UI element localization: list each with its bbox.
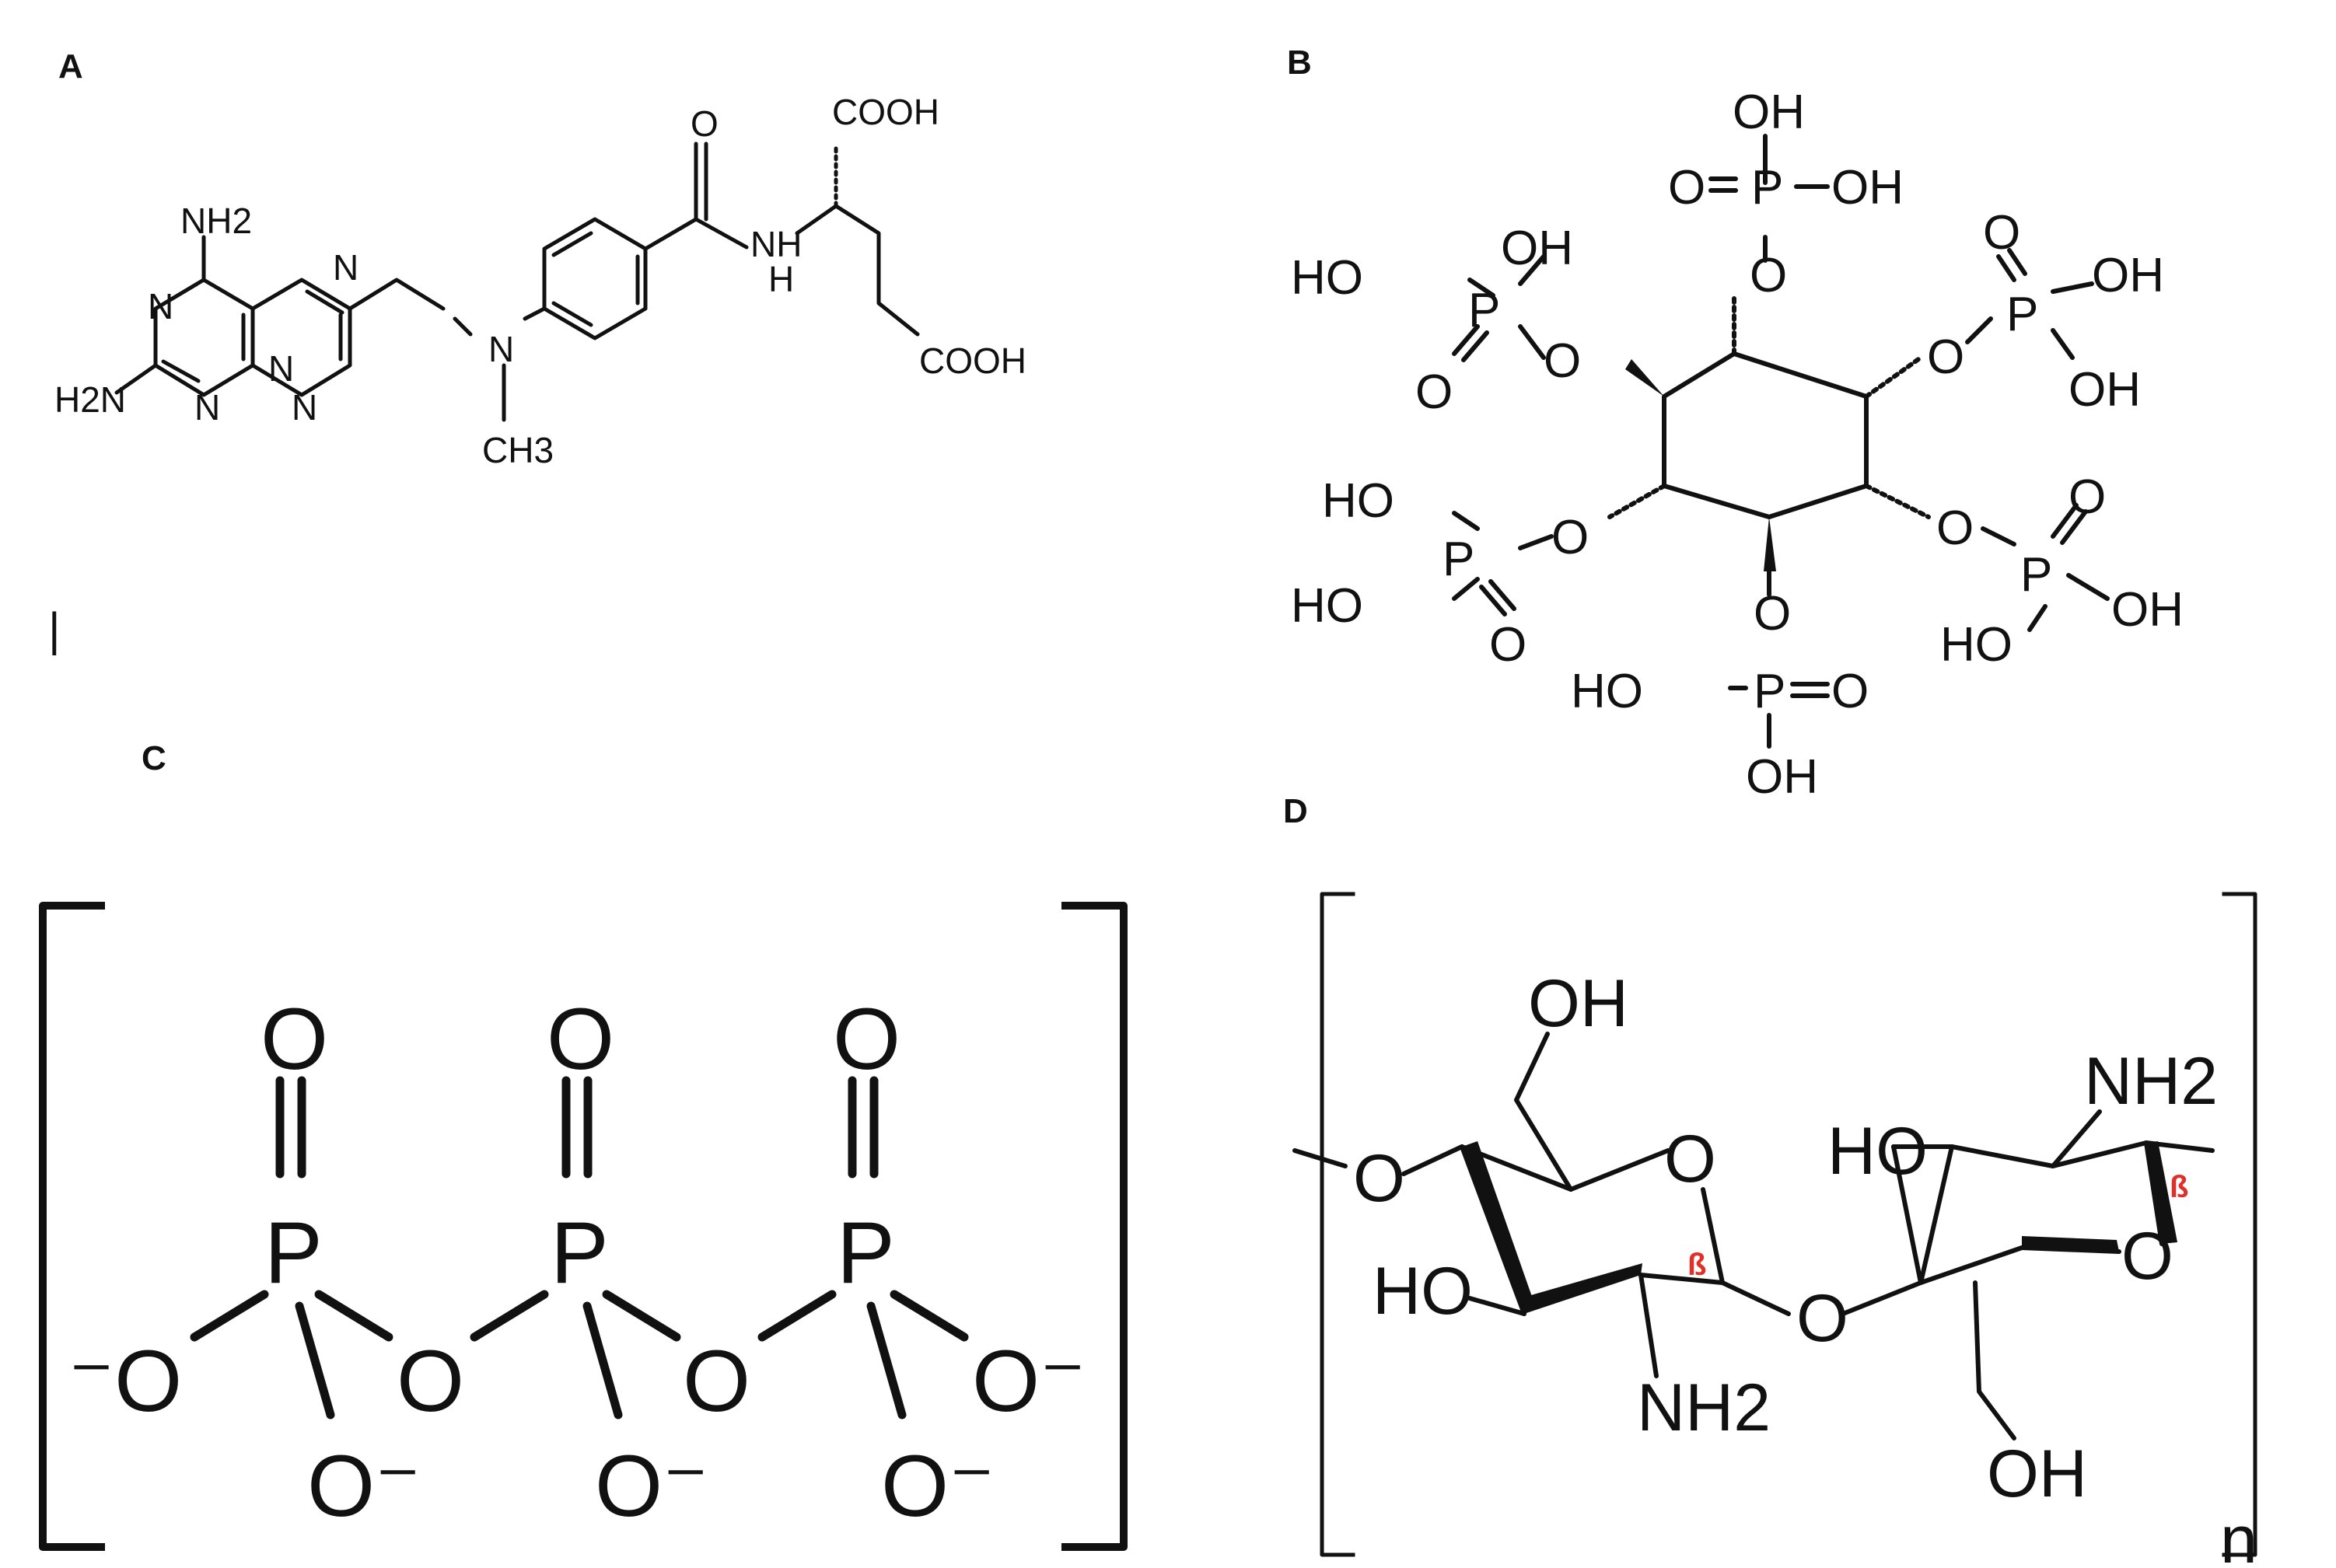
panel-d-brackets (1320, 892, 2257, 1557)
atom-label: O (1415, 365, 1453, 419)
atom-label: OH (1528, 966, 1628, 1041)
atom-label: O (547, 990, 614, 1088)
atom-label: NH2 (2084, 1044, 2218, 1119)
atom-label: N (292, 387, 317, 428)
atom-label: O (1668, 161, 1705, 215)
atom-label: ⁻O (68, 1332, 182, 1430)
atom-label: OH (2092, 249, 2164, 302)
atom-label: HO (1291, 579, 1363, 633)
atom-label: N (268, 348, 294, 389)
atom-label: O⁻ (972, 1332, 1086, 1430)
atom-label: HO (1827, 1114, 1928, 1189)
atom-label: O (691, 103, 719, 144)
atom-label: O (833, 990, 900, 1088)
atom-label: O (1831, 665, 1869, 718)
atom-label: O (1551, 511, 1589, 564)
atom-label: OH (1733, 86, 1805, 139)
atom-label: P (1754, 665, 1785, 718)
atom-label: O (1796, 1281, 1848, 1356)
atom-label: O (2068, 470, 2106, 524)
atom-label: O (397, 1332, 464, 1430)
panel-a-atoms: NH2 N N H2N N N N N CH3 O NH H COOH COOH (54, 92, 1026, 470)
atom-label: HO (1322, 474, 1394, 528)
panel-d-bonds (1292, 1032, 2215, 1441)
atom-label: O (1664, 1122, 1716, 1196)
atom-label: O (1544, 334, 1581, 388)
atom-label: O⁻ (595, 1437, 708, 1535)
panel-b-wedges (1625, 359, 1776, 571)
atom-label: O (1936, 501, 1974, 555)
atom-label: O (1927, 330, 1964, 384)
atom-label: P (2020, 548, 2052, 602)
atom-label: P (1751, 161, 1783, 215)
atom-label: O (1983, 206, 2020, 260)
atom-label: H2N (54, 379, 126, 420)
cursor-mark: | (48, 603, 61, 655)
atom-label: OH (2111, 583, 2184, 637)
atom-label: HO (1291, 251, 1363, 305)
atom-label: NH (750, 224, 802, 264)
atom-label: OH (1746, 750, 1818, 804)
atom-label: N (488, 329, 514, 369)
atom-label: O (2121, 1219, 2173, 1294)
atom-label: H (768, 259, 794, 299)
atom-label: COOH (832, 92, 939, 132)
atom-label: P (837, 1204, 895, 1301)
panel-c-brackets (39, 902, 1128, 1551)
panel-d-beta-labels: ß ß (1687, 1170, 2188, 1282)
atom-label: N (194, 387, 220, 428)
atom-label: O (1754, 587, 1791, 641)
panel-b-letter: B (1287, 44, 1312, 82)
atom-label: NH2 (1637, 1371, 1771, 1445)
panel-a: A | (48, 47, 1026, 655)
atom-label: OH (2068, 363, 2141, 417)
panel-a-letter: A (58, 47, 83, 86)
atom-label: P (551, 1204, 609, 1301)
atom-label: HO (1373, 1254, 1473, 1329)
beta-label: ß (1687, 1248, 1706, 1282)
atom-label: N (148, 286, 173, 327)
panel-d-letter: D (1283, 792, 1308, 830)
atom-label: O (1353, 1141, 1405, 1216)
atom-label: P (2006, 288, 2038, 341)
atom-label: OH (1831, 161, 1904, 215)
beta-label: ß (2170, 1170, 2188, 1204)
atom-label: OH (1987, 1437, 2087, 1511)
atom-label: N (333, 247, 358, 288)
panel-c-letter: C (142, 739, 166, 777)
panel-a-bonds (114, 141, 920, 422)
panel-b: B (1287, 44, 2184, 804)
atom-label: O (261, 990, 328, 1088)
atom-label: O (683, 1332, 750, 1430)
atom-label: P (264, 1204, 323, 1301)
atom-label: O (1750, 249, 1787, 302)
polymer-subscript: n (2220, 1503, 2257, 1568)
atom-label: OH (1501, 222, 1573, 275)
panel-d: D (1283, 792, 2257, 1568)
atom-label: NH2 (180, 201, 252, 241)
panel-c-atoms: O O O P P P ⁻O O O O⁻ O⁻ O⁻ O⁻ (68, 990, 1086, 1535)
panel-c-bonds (190, 1076, 969, 1420)
panel-d-wedges (1462, 1141, 2177, 1314)
atom-label: P (1443, 533, 1474, 586)
atom-label: O⁻ (881, 1437, 995, 1535)
panel-c: C O O O P P (39, 739, 1128, 1551)
atom-label: P (1468, 284, 1500, 337)
atom-label: HO (1940, 618, 2013, 672)
atom-label: HO (1571, 665, 1643, 718)
panel-d-atoms: OH O O HO NH2 O HO NH2 O OH n (1353, 966, 2257, 1568)
atom-label: O⁻ (307, 1437, 421, 1535)
atom-label: CH3 (482, 430, 554, 470)
atom-label: O (1489, 618, 1526, 672)
atom-label: COOH (919, 340, 1026, 381)
panel-b-atoms: OH O P OH O OH HO P O O O OH P OH O HO P… (1291, 86, 2184, 804)
